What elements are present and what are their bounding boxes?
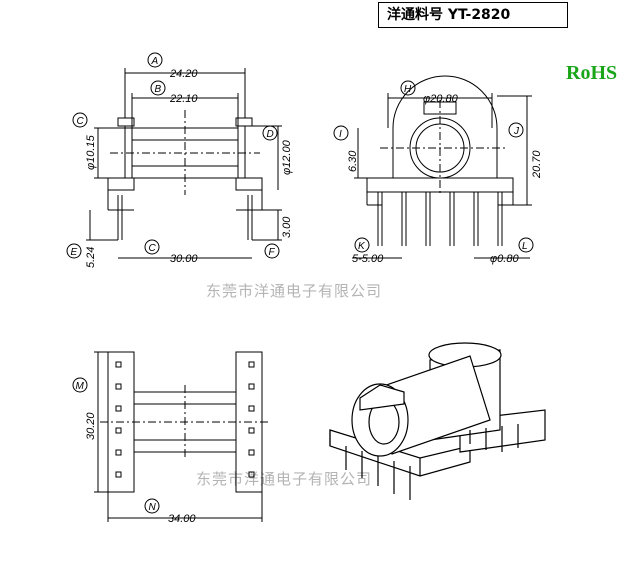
label-i: I bbox=[339, 129, 342, 140]
front-view bbox=[66, 52, 282, 259]
company-watermark: 东莞市洋通电子有限公司 bbox=[206, 282, 383, 300]
company-watermark-2: 东莞市洋通电子有限公司 bbox=[196, 470, 373, 488]
label-f: F bbox=[269, 247, 276, 258]
label-m: M bbox=[76, 381, 85, 392]
label-c-bottom: C bbox=[149, 243, 157, 254]
dim-top-diameter: φ20.80 bbox=[423, 93, 459, 105]
label-h: H bbox=[404, 84, 412, 95]
rohs-badge: RoHS bbox=[566, 62, 618, 84]
dim-pin-diameter: φ0.80 bbox=[490, 253, 519, 265]
label-n: N bbox=[149, 502, 157, 513]
dim-base-height: 3.00 bbox=[281, 216, 293, 238]
bottom-view bbox=[72, 351, 270, 522]
label-l: L bbox=[522, 241, 528, 252]
label-a: A bbox=[151, 56, 159, 67]
label-d: D bbox=[267, 129, 274, 140]
bottom-pin-holes bbox=[115, 361, 255, 478]
isometric-view bbox=[329, 342, 546, 500]
iso-pins bbox=[345, 424, 519, 500]
dim-core-diameter: φ10.15 bbox=[85, 134, 97, 170]
label-b: B bbox=[155, 84, 162, 95]
dim-top-height: 6.30 bbox=[347, 150, 359, 172]
side-pins bbox=[377, 192, 503, 246]
dim-total-height: 20.70 bbox=[531, 150, 543, 179]
label-c: C bbox=[77, 116, 85, 127]
label-e: E bbox=[71, 247, 78, 258]
dim-pin-span: 30.00 bbox=[170, 253, 198, 265]
dim-side-width: 34.00 bbox=[168, 513, 196, 525]
dim-width-inner: 22.10 bbox=[169, 93, 198, 105]
dim-width-outer: 24.20 bbox=[169, 68, 198, 80]
label-k: K bbox=[358, 241, 366, 252]
part-number-title: 洋通料号 YT-2820 bbox=[378, 2, 568, 28]
label-j: J bbox=[513, 126, 520, 137]
dim-flange-diameter: φ12.00 bbox=[281, 139, 293, 175]
dim-pin-length: 5.24 bbox=[85, 247, 97, 268]
side-view bbox=[333, 75, 534, 259]
dim-pin-pitch: 5-5.00 bbox=[352, 253, 384, 265]
dim-side-height: 30.20 bbox=[85, 412, 97, 440]
